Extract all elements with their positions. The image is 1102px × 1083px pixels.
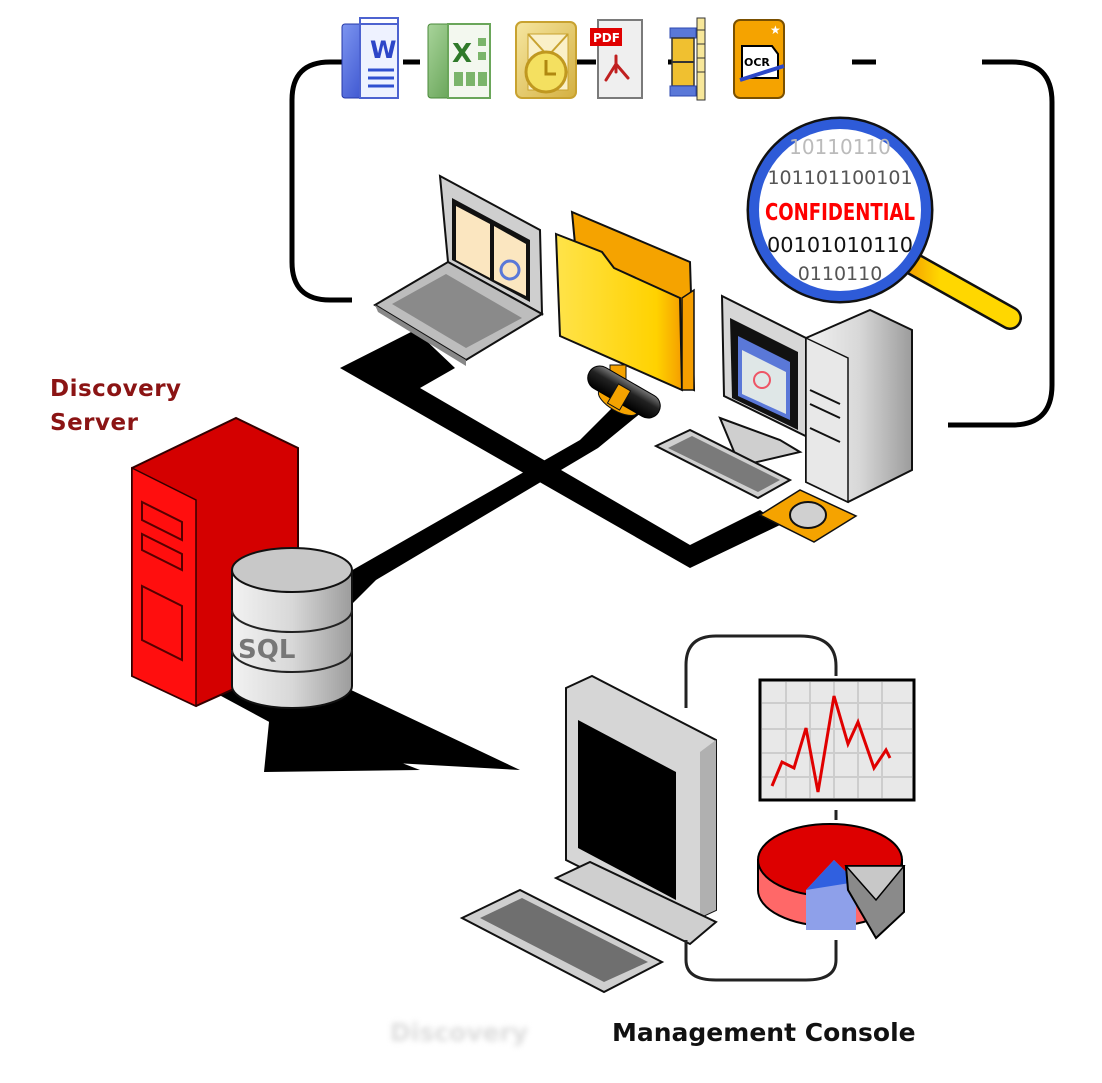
svg-text:00101010110: 00101010110 xyxy=(767,233,913,257)
discovery-server-label-line1: Discovery xyxy=(50,376,182,402)
network-cable: Network xyxy=(210,330,780,772)
svg-text:SQL: SQL xyxy=(238,635,295,665)
pdf-document-icon: PDF xyxy=(590,19,643,99)
laptop-icon xyxy=(373,174,544,366)
discovery-server-label-line2: Server xyxy=(50,410,139,436)
faded-label: Discovery xyxy=(390,1018,529,1047)
svg-text:CONFIDENTIAL: CONFIDENTIAL xyxy=(765,200,915,226)
svg-text:10110110: 10110110 xyxy=(789,135,891,159)
sql-database-icon: SQL xyxy=(231,547,353,709)
svg-text:101101100101: 101101100101 xyxy=(767,167,912,189)
line-chart-icon xyxy=(758,678,916,802)
discovery-server-label: Discovery Server xyxy=(50,372,182,440)
magnifier-icon: 10110110 101101100101 CONFIDENTIAL 00101… xyxy=(746,116,1022,330)
svg-text:OCR: OCR xyxy=(744,56,770,69)
pie-chart-icon xyxy=(757,823,906,940)
svg-text:★: ★ xyxy=(770,23,781,37)
shared-folder-icon xyxy=(554,210,696,419)
svg-text:X: X xyxy=(452,39,472,69)
management-console-label: Management Console xyxy=(612,1018,916,1047)
svg-text:PDF: PDF xyxy=(593,31,620,45)
desktop-workstation-icon xyxy=(653,294,913,543)
word-document-icon: W xyxy=(341,17,399,99)
excel-spreadsheet-icon: X xyxy=(427,23,491,99)
outlook-calendar-icon xyxy=(515,21,577,99)
svg-text:W: W xyxy=(370,36,396,64)
management-console-computer-icon xyxy=(459,674,718,994)
svg-text:0110110: 0110110 xyxy=(798,263,883,285)
archive-file-icon xyxy=(669,17,706,101)
ocr-document-icon: OCR ★ xyxy=(733,19,785,99)
console-loop-connector xyxy=(684,634,838,982)
